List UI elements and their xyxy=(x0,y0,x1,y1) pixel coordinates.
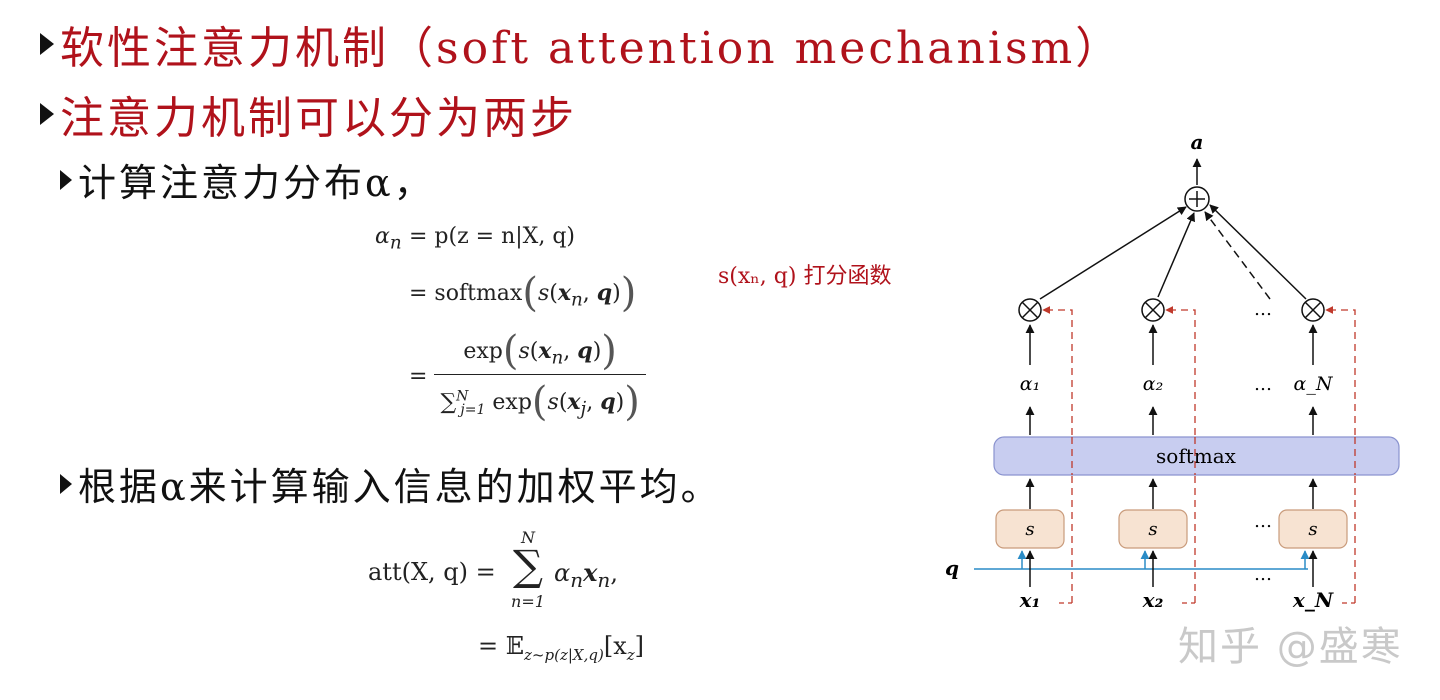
heading-soft-attention: 软性注意力机制（soft attention mechanism） xyxy=(60,23,1123,74)
input-label-1: x₁ xyxy=(1019,588,1041,612)
expectation-close: ] xyxy=(634,632,645,660)
step-1-text: 计算注意力分布α， xyxy=(78,161,435,205)
input-label-2: x₂ xyxy=(1142,588,1164,612)
score-label-n: s xyxy=(1308,519,1317,540)
exp-numerator: exp xyxy=(463,339,503,364)
expectation-symbol: = 𝔼 xyxy=(478,632,525,660)
formula1-row2: = softmax(s(xn, q)) xyxy=(409,270,637,316)
sum-symbol: ∑ xyxy=(440,390,457,415)
expectation-bracket-sub: z xyxy=(626,645,635,664)
formula-alpha-sub: n xyxy=(389,232,402,254)
score-label-2: s xyxy=(1148,519,1157,540)
formula2-rhs: αnxn, xyxy=(554,558,618,592)
exp-denominator: exp xyxy=(492,390,532,415)
score-box-n: s xyxy=(1278,509,1348,549)
sum-sub: j=1 xyxy=(460,402,486,419)
formula2-sum-top: N xyxy=(521,528,535,547)
query-label: q xyxy=(945,556,959,580)
bullet-triangle-icon xyxy=(40,103,54,125)
formula-alpha: α xyxy=(375,224,390,249)
score-box-2: s xyxy=(1118,509,1188,549)
formula2-row2: = 𝔼z~p(z|X,q)[xz] xyxy=(478,632,644,664)
formula1-fraction: exp(s(xn, q)) ∑Nj=1 exp(s(xj, q)) xyxy=(434,328,646,425)
bullet-step-2: 根据α来计算输入信息的加权平均。 xyxy=(60,456,722,511)
input-label-n: x_N xyxy=(1292,588,1334,612)
formula1-row3: = exp(s(xn, q)) ∑Nj=1 exp(s(xj, q)) xyxy=(409,328,646,425)
bullet-triangle-icon xyxy=(60,473,72,494)
expectation-bracket: [x xyxy=(603,632,627,660)
alpha-label-ellipsis: … xyxy=(1254,374,1272,395)
formula2-alpha: α xyxy=(554,559,571,587)
softmax-text: = softmax xyxy=(409,281,523,306)
formula2-lhs: att(X, q) = xyxy=(368,558,496,586)
ellipsis-bottom: … xyxy=(1254,564,1272,585)
formula1-row1: = p(z = n|X, q) xyxy=(409,224,575,249)
bullet-heading-1: 软性注意力机制（soft attention mechanism） xyxy=(40,12,1122,76)
score-function-annotation: s(xₙ, q) 打分函数 xyxy=(718,264,892,289)
ellipsis-top: … xyxy=(1254,299,1272,320)
sum-sup: N xyxy=(456,388,469,405)
score-box-1: s xyxy=(995,509,1065,549)
alpha-label-2: α₂ xyxy=(1143,373,1163,395)
ellipsis-middle: … xyxy=(1254,511,1272,532)
sum-node-icon xyxy=(1184,186,1210,212)
bullet-step-1: 计算注意力分布α， xyxy=(60,152,435,207)
expectation-sub: z~p(z|X,q) xyxy=(524,645,604,664)
watermark: 知乎 @盛寒 xyxy=(1178,624,1403,670)
multiply-node-1-icon xyxy=(1018,298,1042,322)
multiply-node-n-icon xyxy=(1301,298,1325,322)
bullet-triangle-icon xyxy=(60,169,72,190)
formula2-sum-bottom: n=1 xyxy=(511,592,545,611)
step-2-text: 根据α来计算输入信息的加权平均。 xyxy=(78,465,722,509)
alpha-label-n: α_N xyxy=(1294,373,1334,395)
heading-two-steps: 注意力机制可以分为两步 xyxy=(60,93,577,144)
attention-diagram: a … α₁ α₂ … α_N so xyxy=(945,130,1400,612)
bullet-heading-2: 注意力机制可以分为两步 xyxy=(40,82,577,146)
alpha-label-1: α₁ xyxy=(1020,373,1040,395)
output-label: a xyxy=(1191,130,1204,154)
score-label-1: s xyxy=(1025,519,1034,540)
bullet-triangle-icon xyxy=(40,33,54,55)
softmax-layer xyxy=(993,436,1400,476)
formula2-sum-symbol: ∑ xyxy=(513,541,543,590)
softmax-label: softmax xyxy=(1156,444,1237,468)
multiply-node-2-icon xyxy=(1141,298,1165,322)
